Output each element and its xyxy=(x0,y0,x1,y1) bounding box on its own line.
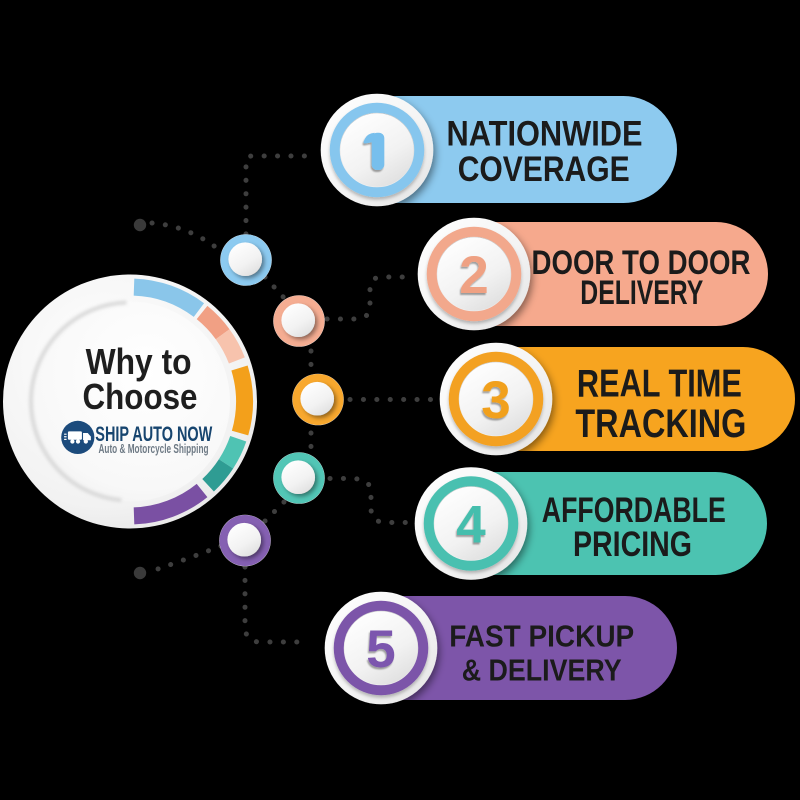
svg-text:5: 5 xyxy=(366,620,395,679)
svg-text:DELIVERY: DELIVERY xyxy=(580,274,703,312)
svg-text:3: 3 xyxy=(481,371,510,430)
svg-text:2: 2 xyxy=(459,246,488,305)
svg-text:Auto & Motorcycle Shipping: Auto & Motorcycle Shipping xyxy=(99,441,209,456)
svg-text:TRACKING: TRACKING xyxy=(575,402,746,446)
svg-text:& DELIVERY: & DELIVERY xyxy=(462,653,622,688)
svg-text:AFFORDABLE: AFFORDABLE xyxy=(542,491,726,530)
svg-text:DOOR TO DOOR: DOOR TO DOOR xyxy=(532,244,751,282)
svg-text:PRICING: PRICING xyxy=(573,525,692,564)
svg-text:4: 4 xyxy=(456,496,486,555)
svg-text:FAST PICKUP: FAST PICKUP xyxy=(449,619,634,653)
svg-text:REAL TIME: REAL TIME xyxy=(577,362,742,405)
svg-text:NATIONWIDE: NATIONWIDE xyxy=(447,114,643,154)
svg-text:Why to: Why to xyxy=(86,341,192,382)
svg-text:SHIP AUTO NOW: SHIP AUTO NOW xyxy=(95,422,213,446)
svg-text:COVERAGE: COVERAGE xyxy=(458,150,630,189)
svg-text:Choose: Choose xyxy=(83,376,198,417)
